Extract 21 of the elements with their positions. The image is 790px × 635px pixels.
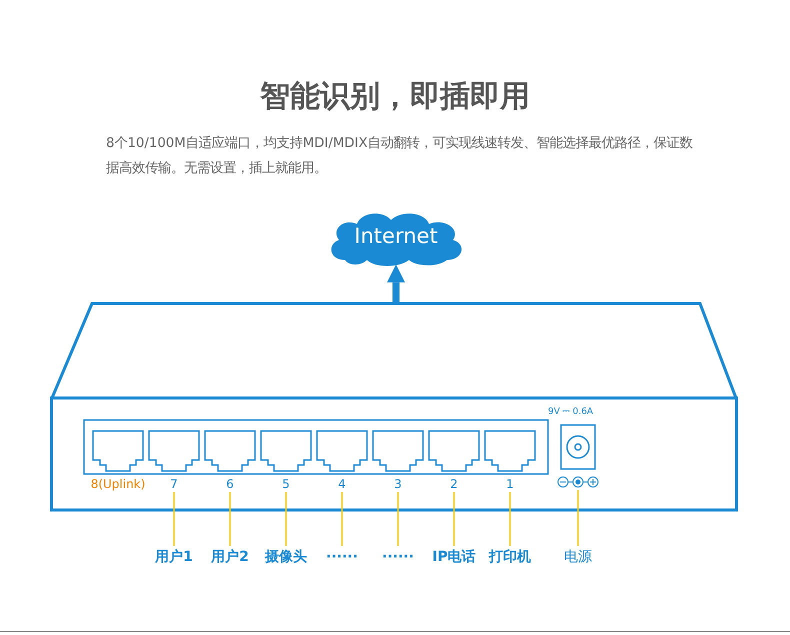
leader-line [453, 492, 455, 546]
leader-line [173, 492, 175, 546]
title: 智能识别，即插即用 [258, 78, 531, 116]
leader-line [509, 492, 511, 546]
leader-line [229, 492, 231, 546]
port-number: 8(Uplink) [90, 477, 146, 492]
description-text: 8个10/100M自适应端口，均支持MDI/MDIX自动翻转，可实现线速转发、智能选择最优路径，保证数据高效传输。无需设置，插上就能用。 [106, 134, 694, 178]
leader-line [341, 492, 343, 546]
port-number: 6 [225, 477, 235, 492]
device-label: 电源 [543, 546, 613, 568]
port-number: 4 [337, 477, 347, 492]
leader-line [285, 492, 287, 546]
port-number: 2 [449, 477, 459, 492]
leader-line [397, 492, 399, 546]
port-number: 3 [393, 477, 403, 492]
port-number: 1 [505, 477, 515, 492]
port-number: 5 [281, 477, 291, 492]
arrow [387, 264, 405, 302]
leader-line [577, 490, 579, 546]
cloud-label: Internet [353, 223, 439, 249]
power-rating: 9V ⎓ 0.6A [548, 406, 594, 418]
